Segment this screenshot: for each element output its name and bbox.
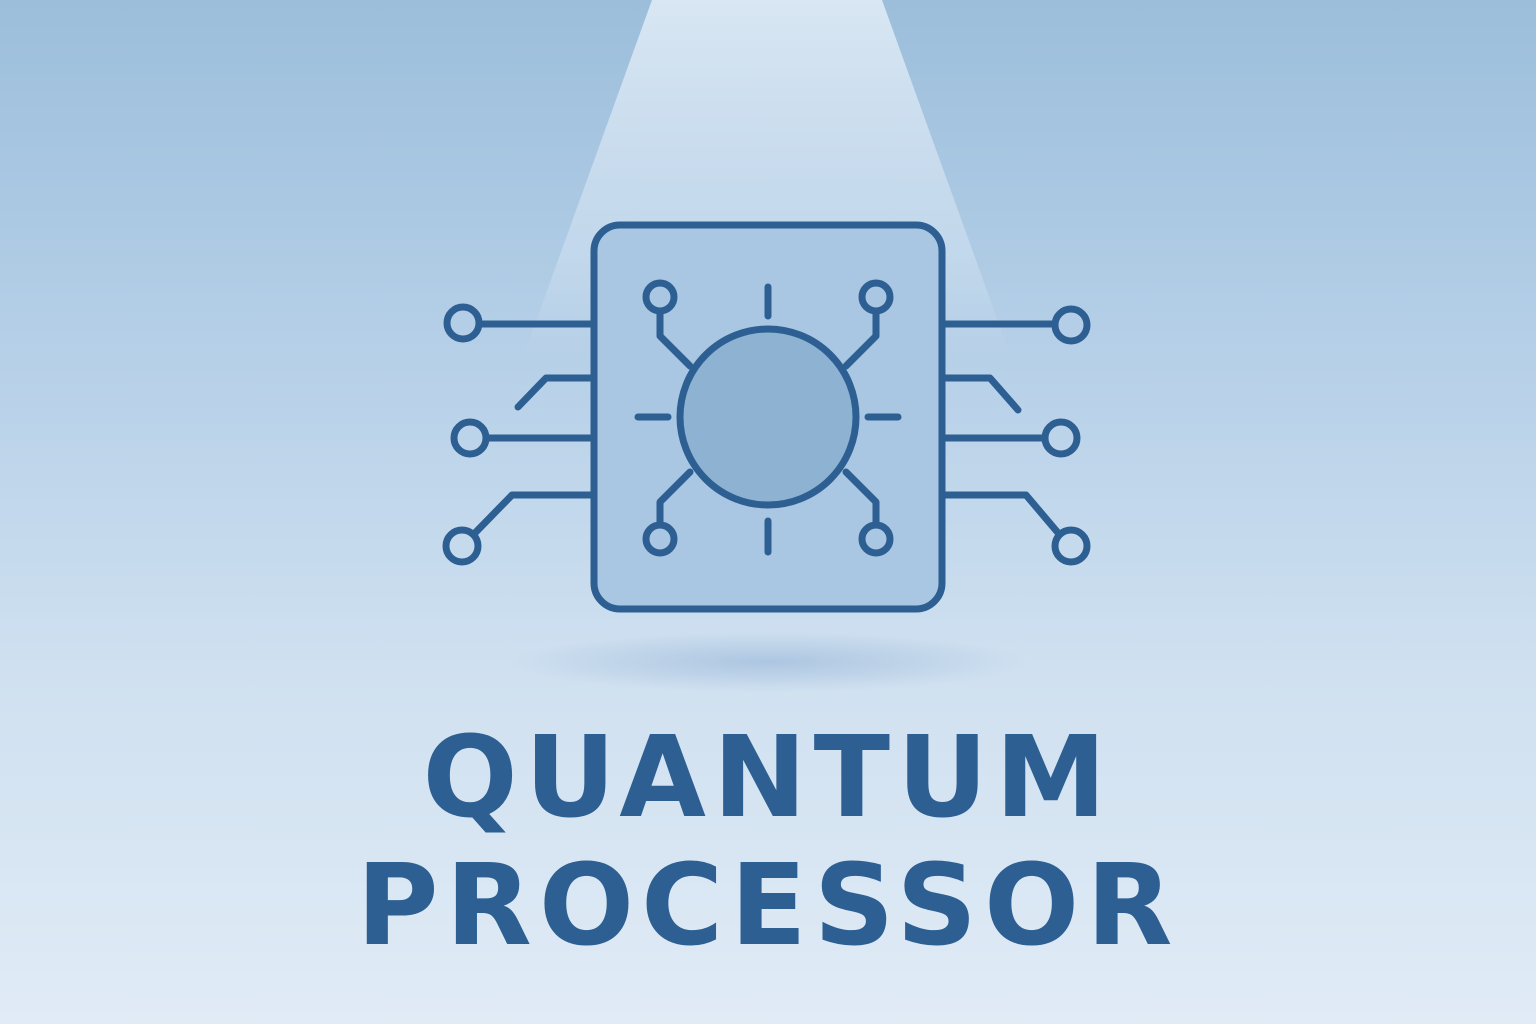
core-connectors	[634, 279, 902, 557]
right-circuit-traces	[938, 305, 1091, 566]
quantum-core	[676, 325, 860, 509]
headline-line-2: PROCESSOR	[356, 841, 1180, 971]
quantum-chip-icon	[442, 221, 1091, 613]
chip-shadow	[508, 632, 1028, 692]
left-circuit-traces	[442, 303, 598, 566]
headline-line-1: QUANTUM	[422, 713, 1114, 843]
